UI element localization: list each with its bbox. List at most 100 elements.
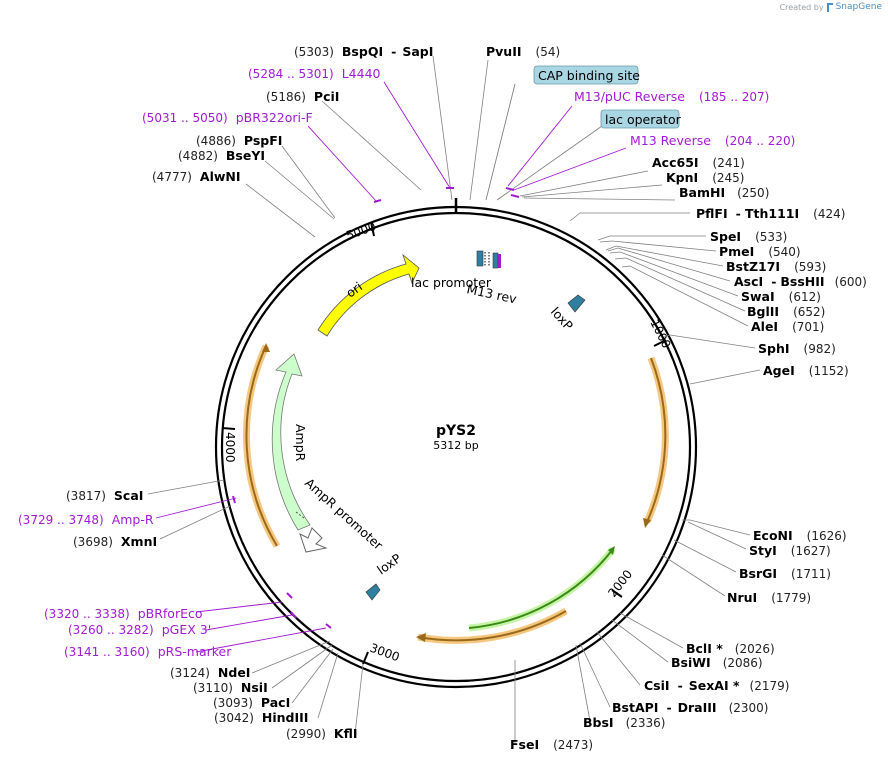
orf-left-line[interactable] (245, 345, 278, 547)
primer-leader-pbrforeco (195, 601, 283, 613)
primer-prs-marker[interactable]: (3141 .. 3160)pRS-marker (64, 644, 232, 659)
primer-amp-r[interactable]: (3729 .. 3748)Amp-R (18, 512, 154, 527)
leader-bamhi (523, 197, 676, 201)
primer-leader-l4440 (383, 81, 451, 189)
m13-rev-primer-block[interactable] (497, 254, 501, 268)
primer-leader-m13puc (507, 105, 573, 187)
enzyme-xmni[interactable]: (3698)XmnI (73, 534, 157, 549)
leader-bseyi (264, 160, 335, 220)
ampr-promoter-arrow[interactable] (299, 527, 328, 553)
primer-l4440[interactable]: (5284 .. 5301)L4440 (248, 66, 381, 81)
leader-scai (147, 479, 225, 495)
leader-bcli (619, 612, 684, 649)
enzyme-agei[interactable]: AgeI(1152) (763, 363, 849, 378)
leader-lines (147, 55, 761, 745)
ori-feature-arrow[interactable] (317, 253, 420, 337)
leader-nrui (661, 554, 726, 597)
leader-styi (687, 521, 747, 550)
leader-pcii (321, 100, 422, 191)
green-feature-line[interactable] (468, 548, 614, 629)
leader-ndei (251, 640, 331, 674)
primer-mark-ampr (232, 495, 236, 504)
leader-xmni (159, 505, 231, 540)
ampr-label: AmpR (293, 424, 308, 462)
enzyme-hindiii[interactable]: (3042)HindIII (214, 710, 308, 725)
primer-pgex-3[interactable]: (3260 .. 3282)pGEX 3' (68, 622, 211, 637)
enzyme-ndei[interactable]: (3124)NdeI (170, 665, 250, 680)
lac-promoter-label: lac promoter (411, 275, 492, 290)
leader-cap-site (485, 83, 516, 201)
loxp-bottom-feature[interactable] (365, 583, 381, 601)
tick-mark-5000 (370, 221, 375, 237)
enzyme-pflfi[interactable]: PflFI-Tth111I(424) (696, 206, 845, 221)
enzyme-bglii[interactable]: BglII(652) (747, 304, 825, 319)
credit-prefix: Created by (779, 2, 824, 12)
ampr-feature-arrow[interactable] (271, 353, 311, 531)
primer-leader-pgex (205, 614, 293, 631)
enzyme-bstz17i[interactable]: BstZ17I(593) (726, 259, 826, 274)
enzyme-pvuii[interactable]: PvuII(54) (486, 44, 560, 59)
primer-m13-reverse[interactable]: M13 Reverse(204 .. 220) (630, 133, 795, 148)
leader-bspqi (432, 55, 453, 201)
enzyme-econi[interactable]: EcoNI(1626) (753, 528, 847, 543)
lac-promoter-block[interactable] (476, 250, 484, 267)
leader-pspfi (281, 145, 336, 219)
enzyme-sphi[interactable]: SphI(982) (758, 341, 836, 356)
enzyme-asci[interactable]: AscI-BssHII(600) (734, 274, 867, 289)
orf-bottom-line[interactable] (417, 610, 567, 642)
enzyme-bbsi[interactable]: BbsI(2336) (583, 715, 665, 730)
enzyme-scai[interactable]: (3817)ScaI (66, 488, 143, 503)
enzyme-bspqi[interactable]: (5303)BspQI-SapI (294, 44, 433, 59)
enzyme-alei[interactable]: AleI(701) (751, 319, 824, 334)
lac-operator-box[interactable] (600, 109, 680, 129)
orf-right-line[interactable] (646, 357, 667, 523)
primer-mark-prs (325, 623, 332, 629)
loxp-top-feature[interactable] (567, 294, 586, 313)
orf-right-arrowhead (643, 518, 651, 528)
enzyme-bcli[interactable]: BclI *(2026) (686, 641, 775, 656)
enzyme-bamhi[interactable]: BamHI(250) (679, 185, 769, 200)
enzyme-nrui[interactable]: NruI(1779) (727, 590, 811, 605)
enzyme-kfli[interactable]: (2990)KflI (286, 726, 358, 741)
primer-mark-m13rev (510, 194, 520, 198)
ampr-junction (295, 511, 305, 519)
credit-brand: SnapGene (835, 2, 882, 12)
enzyme-nsii[interactable]: (3110)NsiI (193, 680, 268, 695)
enzyme-paci[interactable]: (3093)PacI (213, 695, 290, 710)
leader-bstz17i (605, 245, 724, 267)
cap-binding-site-box[interactable] (533, 65, 639, 85)
primer-leader-lines (155, 81, 627, 653)
primer-leader-pbr322ori (307, 125, 378, 203)
enzyme-fsei[interactable]: FseI(2473) (510, 737, 593, 752)
cap-binding-site-label: CAP binding site (538, 68, 640, 83)
enzyme-pspfi[interactable]: (4886)PspFI (196, 133, 282, 148)
leader-acc65i (519, 170, 649, 197)
tick-label-1000: 1000 (647, 317, 673, 351)
enzyme-bstapi[interactable]: BstAPI-DraIII(2300) (612, 700, 768, 715)
plasmid-name: pYS2 (436, 423, 476, 439)
green-feature-arrowhead (608, 546, 615, 555)
enzyme-csii[interactable]: CsiI-SexAI *(2179) (644, 678, 789, 693)
enzyme-bseyi[interactable]: (4882)BseYI (178, 148, 265, 163)
green-feature-glow (468, 546, 616, 632)
enzyme-kpni[interactable]: KpnI(245) (666, 170, 744, 185)
primer-leader-m13rev (513, 147, 627, 191)
enzyme-swai[interactable]: SwaI(612) (741, 289, 821, 304)
primer-pbrforeco[interactable]: (3320 .. 3338)pBRforEco (44, 606, 203, 621)
leader-econi (682, 519, 751, 536)
enzyme-bsiwi[interactable]: BsiWI(2086) (671, 655, 763, 670)
tick-label-5000: 5000 (344, 219, 377, 243)
leader-nsii (271, 644, 333, 689)
enzyme-pcii[interactable]: (5186)PciI (266, 89, 339, 104)
enzyme-bsrgi[interactable]: BsrGI(1711) (739, 566, 831, 581)
primer-pbr322ori-f[interactable]: (5031 .. 5050)pBR322ori-F (142, 110, 313, 125)
enzyme-acc65i[interactable]: Acc65I(241) (652, 155, 745, 170)
primer-mark-pbr322ori (373, 199, 382, 203)
loxp-bottom-label: loxP (374, 550, 404, 577)
primer-m13-puc-reverse[interactable]: M13/pUC Reverse(185 .. 207) (574, 89, 769, 104)
enzyme-spei[interactable]: SpeI(533) (710, 229, 787, 244)
enzyme-styi[interactable]: StyI(1627) (749, 543, 831, 558)
enzyme-pmei[interactable]: PmeI(540) (719, 244, 801, 259)
enzyme-alwni[interactable]: (4777)AlwNI (152, 169, 241, 184)
